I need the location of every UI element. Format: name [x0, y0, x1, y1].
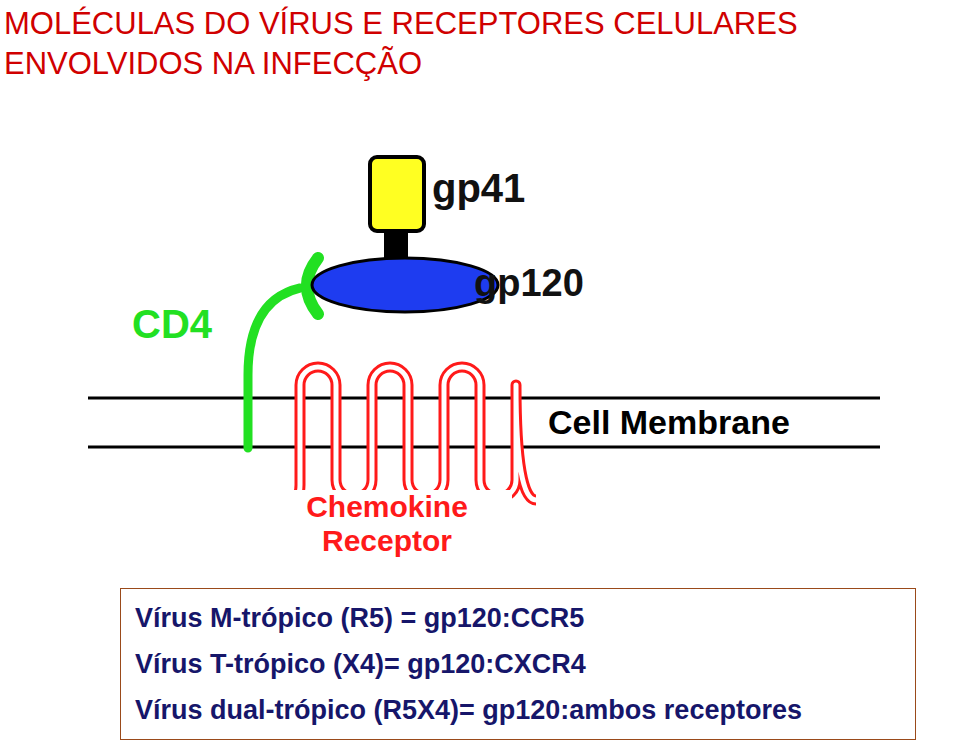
legend-box: Vírus M-trópico (R5) = gp120:CCR5Vírus T… [120, 588, 916, 740]
tropism-line: Vírus T-trópico (X4)= gp120:CXCR4 [135, 641, 901, 687]
cd4-molecule [248, 288, 300, 448]
protein-label: CD4 [132, 302, 212, 347]
structure-label: Chemokine Receptor [262, 490, 512, 558]
tropism-line: Vírus dual-trópico (R5X4)= gp120:ambos r… [135, 687, 901, 733]
receptor-tube [290, 367, 536, 500]
gp120-protein [312, 258, 498, 312]
tropism-line: Vírus M-trópico (R5) = gp120:CCR5 [135, 595, 901, 641]
receptor-tube [290, 367, 536, 500]
protein-label: gp41 [432, 166, 525, 211]
title: MOLÉCULAS DO VÍRUS E RECEPTORES CELULARE… [4, 4, 956, 84]
gp41-protein [370, 157, 424, 231]
protein-label: gp120 [474, 262, 584, 305]
chemokine-receptor [290, 367, 536, 500]
structure-label: Cell Membrane [548, 402, 790, 442]
